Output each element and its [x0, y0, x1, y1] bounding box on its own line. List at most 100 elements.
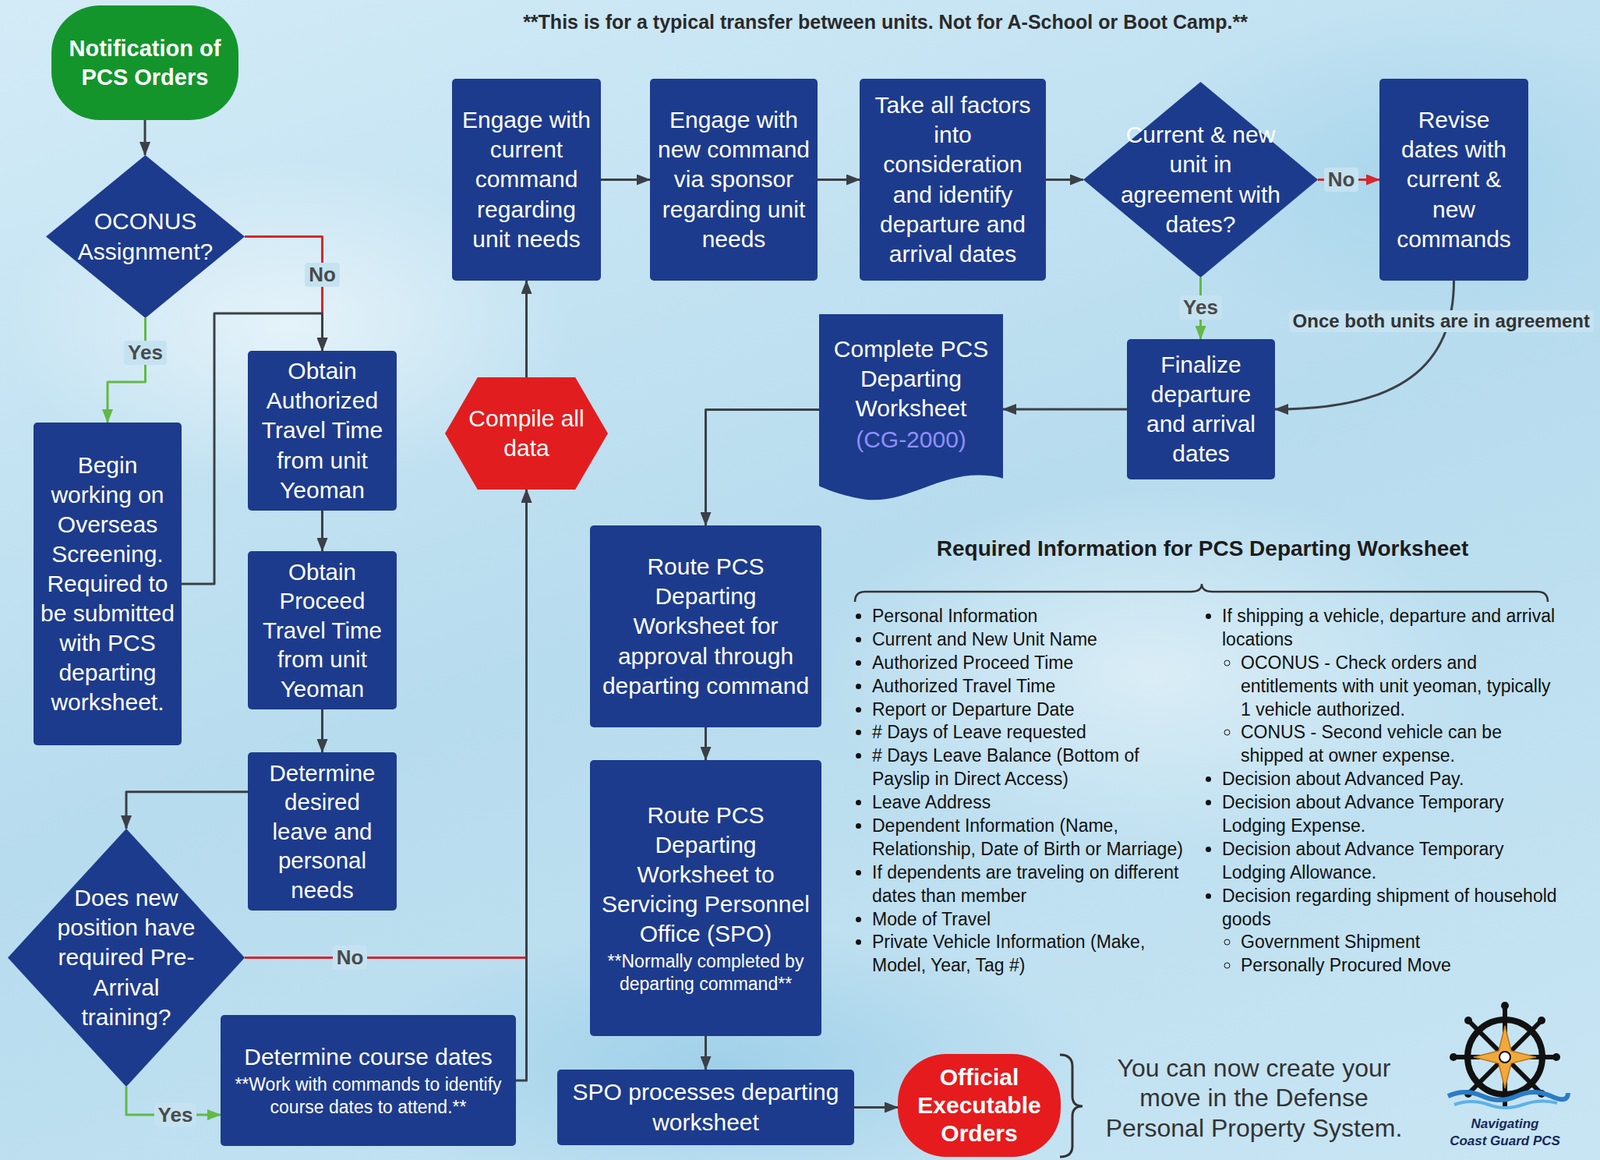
- wheel-knob: [1552, 1052, 1561, 1061]
- node-content: Route PCS Departing Worksheet to Servici…: [596, 800, 815, 996]
- node-label: Engage with new command via sponsor rega…: [656, 105, 811, 254]
- node-label: Does new position have required Pre-Arri…: [49, 883, 203, 1032]
- node-note: **Work with commands to identify course …: [227, 1073, 509, 1119]
- closing-brace: [1059, 1054, 1083, 1157]
- bullet-item: Mode of Travel: [872, 907, 1200, 932]
- heading-bracket: [854, 583, 1548, 602]
- node-content: Current & new unit in agreement with dat…: [1112, 120, 1289, 239]
- edge-label: Once both units are in agreement: [1289, 310, 1594, 333]
- node-content: Obtain Proceed Travel Time from unit Yeo…: [254, 557, 390, 703]
- terminal-box: Official Executable Orders: [897, 1053, 1061, 1157]
- bullet-item: Decision about Advance Temporary Lodging…: [1222, 791, 1558, 838]
- node-label: SPO processes departing worksheet: [564, 1077, 848, 1137]
- wheel-knob: [1464, 1016, 1473, 1025]
- bullet-item: Personally Procured Move: [1240, 953, 1558, 978]
- connector-arrow: [704, 727, 707, 760]
- node-content: SPO processes departing worksheet: [564, 1077, 848, 1137]
- edge-label: Yes: [123, 340, 167, 365]
- closing-note: You can now create your move in the Defe…: [1090, 1052, 1418, 1143]
- node-label: Begin working on Overseas Screening. Req…: [40, 450, 175, 718]
- shape-fill: [45, 155, 245, 318]
- process-box: SPO processes departing worksheet: [557, 1069, 855, 1145]
- bullet-item: # Days Leave Balance (Bottom of Payslip …: [872, 744, 1200, 792]
- node-content: Engage with new command via sponsor rega…: [656, 105, 811, 254]
- node-label: Current & new unit in agreement with dat…: [1112, 120, 1289, 239]
- bullet-item: # Days of Leave requested: [872, 720, 1200, 745]
- bullet-item: If shipping a vehicle, departure and arr…: [1222, 604, 1558, 652]
- connector-arrow: [1045, 178, 1084, 181]
- bullet-item: Report or Departure Date: [872, 698, 1200, 722]
- connector-arrow: [244, 236, 323, 352]
- node-label: Engage with current command regarding un…: [459, 105, 594, 254]
- node-content: Official Executable Orders: [904, 1063, 1054, 1148]
- node-content: Finalize departure and arrival dates: [1133, 349, 1268, 469]
- node-label: Determine desired leave and personal nee…: [254, 758, 390, 905]
- connector-arrow: [600, 178, 650, 181]
- process-box: Obtain Authorized Travel Time from unit …: [247, 350, 397, 511]
- process-box: Determine course dates**Work with comman…: [220, 1014, 516, 1146]
- bullet-item: If dependents are traveling on different…: [872, 861, 1200, 908]
- bullet-item: OCONUS - Check orders and entitlements w…: [1240, 651, 1558, 722]
- connector-arrow: [854, 1105, 898, 1109]
- wheel-rim: [1467, 1019, 1543, 1095]
- node-label: Revise dates with current & new commands: [1386, 105, 1522, 254]
- wheel-hub: [1499, 1051, 1511, 1063]
- bullet-item: Authorized Proceed Time: [872, 651, 1200, 675]
- connector-arrow: [126, 791, 248, 829]
- bullet-item: Decision regarding shipment of household…: [1222, 884, 1558, 932]
- connector-arrow: [1003, 408, 1127, 411]
- logo-wave: [1454, 1100, 1558, 1108]
- connector-arrow: [1275, 280, 1455, 410]
- bullet-item: Decision about Advanced Pay.: [1222, 767, 1558, 792]
- node-label: Route PCS Departing Worksheet for approv…: [596, 551, 815, 700]
- hexagon-step: Compile all data: [445, 377, 608, 490]
- process-box: Take all factors into consideration and …: [859, 78, 1046, 281]
- wheel-knob: [1501, 1001, 1509, 1010]
- node-content: Does new position have required Pre-Arri…: [49, 883, 203, 1032]
- section-heading: Required Information for PCS Departing W…: [936, 536, 1469, 562]
- process-box: Finalize departure and arrival dates: [1126, 339, 1276, 480]
- node-label: Complete PCS Departing Worksheet: [826, 334, 997, 424]
- wheel-spoke: [1468, 1020, 1542, 1094]
- edge-label: Yes: [154, 1102, 198, 1127]
- node-content: Revise dates with current & new commands: [1386, 105, 1522, 254]
- connector-arrow: [704, 1035, 707, 1070]
- decision-diamond: Does new position have required Pre-Arri…: [7, 828, 245, 1087]
- node-content: Determine course dates**Work with comman…: [227, 1041, 509, 1119]
- bullet-item: Dependent Information (Name, Relationshi…: [872, 814, 1200, 862]
- connector-arrow: [321, 510, 324, 551]
- edge-label: Yes: [1179, 295, 1223, 320]
- node-content: Notification of PCS Orders: [58, 34, 232, 92]
- terminal-box: Notification of PCS Orders: [51, 5, 239, 121]
- node-label: Take all factors into consideration and …: [866, 90, 1039, 269]
- bullet-item: Leave Address: [872, 791, 1200, 815]
- node-label: Compile all data: [468, 403, 586, 463]
- connector-arrow: [321, 709, 324, 753]
- process-box: Route PCS Departing Worksheet for approv…: [589, 525, 822, 728]
- node-content: Route PCS Departing Worksheet for approv…: [596, 551, 815, 700]
- node-content: Take all factors into consideration and …: [866, 90, 1039, 269]
- node-note: (CG-2000): [826, 424, 997, 455]
- process-box: Begin working on Overseas Screening. Req…: [33, 422, 182, 746]
- node-content: Compile all data: [468, 403, 586, 463]
- node-content: Engage with current command regarding un…: [459, 105, 594, 254]
- bullet-item: Personal Information: [872, 604, 1200, 629]
- node-label: Official Executable Orders: [904, 1063, 1054, 1148]
- bullet-item: Government Shipment: [1240, 930, 1558, 954]
- connector-arrow: [244, 489, 527, 958]
- node-content: Begin working on Overseas Screening. Req…: [40, 450, 175, 718]
- connector-arrow: [144, 120, 147, 156]
- node-content: Obtain Authorized Travel Time from unit …: [254, 356, 390, 505]
- edge-label: No: [1324, 167, 1360, 192]
- shape-fill: [819, 314, 1004, 500]
- process-box: Obtain Proceed Travel Time from unit Yeo…: [247, 550, 397, 710]
- bullet-list: Personal InformationCurrent and New Unit…: [854, 604, 1200, 978]
- logo-text: Navigating: [1471, 1116, 1540, 1132]
- wheel-knob: [1537, 1016, 1546, 1025]
- bullet-list: If shipping a vehicle, departure and arr…: [1204, 604, 1558, 978]
- decision-diamond: OCONUS Assignment?: [45, 155, 245, 318]
- logo-wave: [1448, 1091, 1569, 1100]
- connector-arrow: [706, 409, 820, 527]
- wheel-knob: [1449, 1052, 1458, 1061]
- process-box: Route PCS Departing Worksheet to Servici…: [589, 759, 822, 1036]
